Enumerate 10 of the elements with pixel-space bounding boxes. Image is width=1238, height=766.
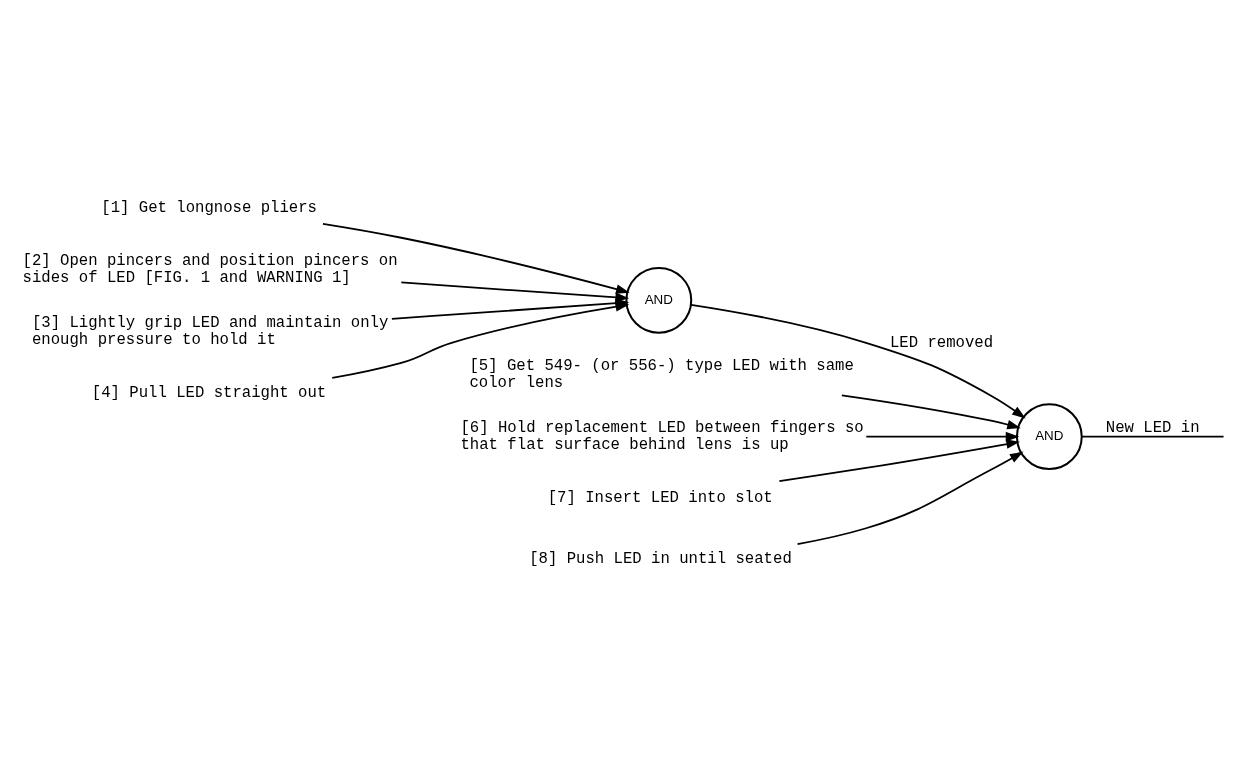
node-text: [6] Hold replacement LED between fingers so that flat surface behind lens is up (460, 419, 864, 455)
edge-label: New LED in (1105, 419, 1200, 438)
node-text: [8] Push LED in until seated (529, 549, 792, 568)
node-text: [7] Insert LED into slot (547, 489, 773, 508)
node-text: [4] Pull LED straight out (91, 384, 327, 403)
node-text: [2] Open pincers and position pincers on sides of LED [FIG. 1 and WARNING 1] (22, 251, 398, 287)
node-text: [3] Lightly grip LED and maintain only enough pressure to hold it (32, 314, 389, 350)
node-text: [5] Get 549- (or 556-) type LED with same color lens (469, 356, 854, 392)
node-text: [1] Get longnose pliers (101, 198, 317, 217)
edge-label: LED removed (889, 334, 994, 353)
